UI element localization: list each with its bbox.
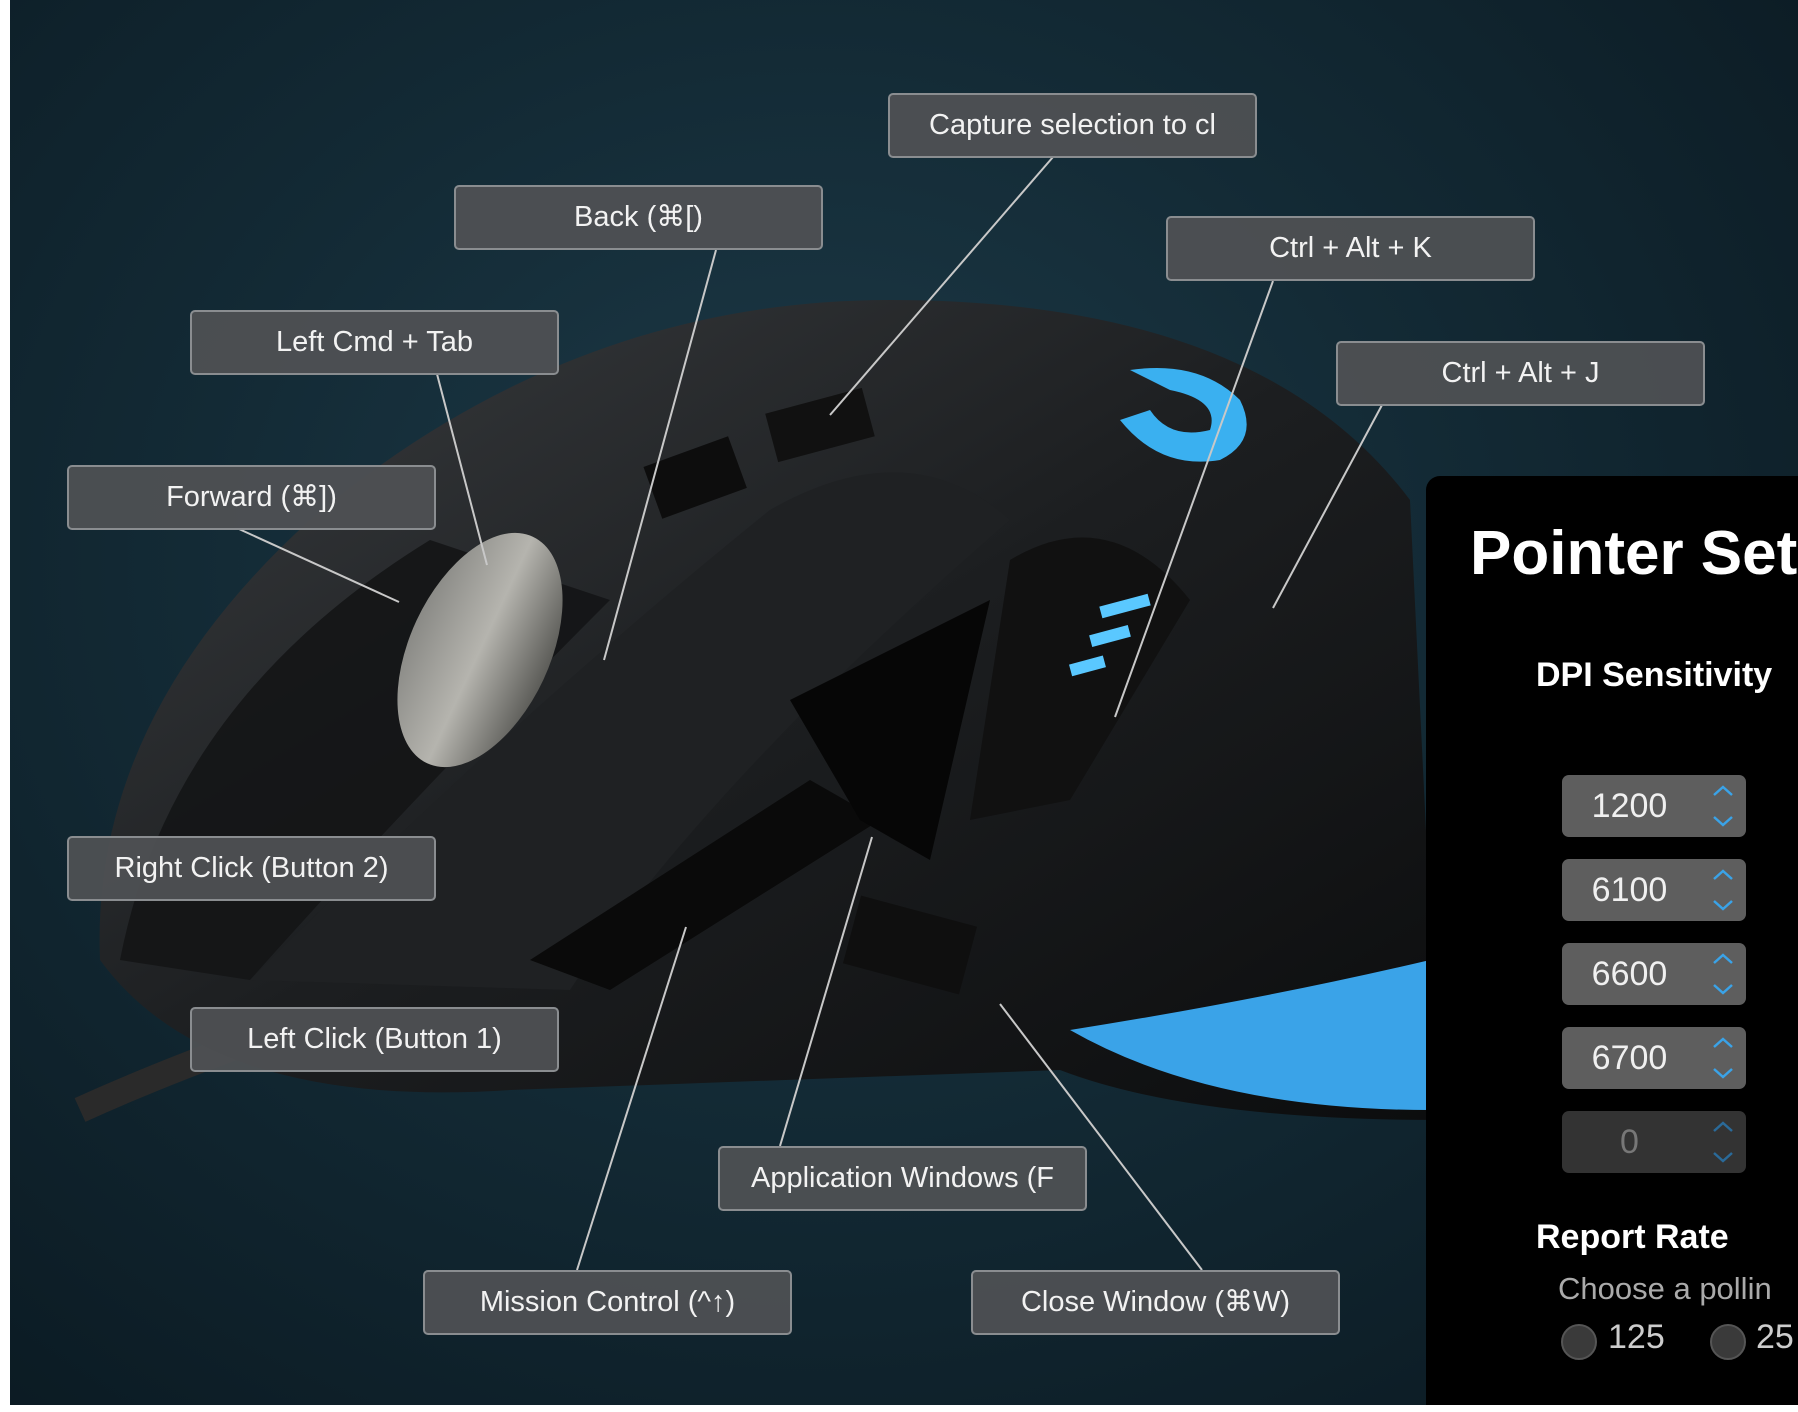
pointer-settings-panel: Pointer Set DPI Sensitivity 1200 6100 66… [1426,476,1798,1405]
rate-radio-250[interactable] [1710,1324,1746,1360]
dpi-field-4[interactable]: 6700 [1562,1027,1746,1089]
dpi-field-5[interactable]: 0 [1562,1111,1746,1173]
rate-label-250: 25 [1756,1318,1794,1356]
button-assignment-right-click[interactable]: Right Click (Button 2) [67,836,436,901]
button-assignment-back[interactable]: Back (⌘[) [454,185,823,250]
button-assignment-capture[interactable]: Capture selection to cl [888,93,1257,158]
rate-radio-125[interactable] [1561,1324,1597,1360]
scroll-wheel [397,532,563,768]
dpi-value: 0 [1620,1123,1639,1161]
stepper-up-down-icon[interactable] [1710,949,1736,999]
dpi-field-3[interactable]: 6600 [1562,943,1746,1005]
mouse-configuration-view: Capture selection to cl Back (⌘[) Left C… [10,0,1798,1405]
panel-title: Pointer Set [1470,519,1798,588]
report-rate-heading: Report Rate [1536,1218,1729,1256]
button-assignment-left-click[interactable]: Left Click (Button 1) [190,1007,559,1072]
rate-label-125: 125 [1608,1318,1665,1356]
blue-trim [1070,960,1430,1110]
dpi-value: 6600 [1591,955,1668,993]
button-assignment-ctrl-alt-k[interactable]: Ctrl + Alt + K [1166,216,1535,281]
right-button [250,472,1010,991]
dpi-field-1[interactable]: 1200 [1562,775,1746,837]
button-assignment-close-window[interactable]: Close Window (⌘W) [971,1270,1340,1335]
button-assignment-ctrl-alt-j[interactable]: Ctrl + Alt + J [1336,341,1705,406]
dpi-value: 1200 [1591,787,1668,825]
report-rate-description: Choose a pollin [1558,1271,1772,1306]
stepper-up-down-icon[interactable] [1710,1033,1736,1083]
dpi-value: 6100 [1591,871,1668,909]
stepper-up-down-icon[interactable] [1710,781,1736,831]
dpi-heading: DPI Sensitivity [1536,656,1773,694]
button-assignment-forward[interactable]: Forward (⌘]) [67,465,436,530]
dpi-field-2[interactable]: 6100 [1562,859,1746,921]
button-assignment-app-windows[interactable]: Application Windows (F [718,1146,1087,1211]
dpi-value: 6700 [1591,1039,1668,1077]
stepper-up-down-icon[interactable] [1710,865,1736,915]
button-assignment-mission-control[interactable]: Mission Control (^↑) [423,1270,792,1335]
stepper-up-down-icon[interactable] [1710,1117,1736,1167]
button-assignment-left-cmd-tab[interactable]: Left Cmd + Tab [190,310,559,375]
